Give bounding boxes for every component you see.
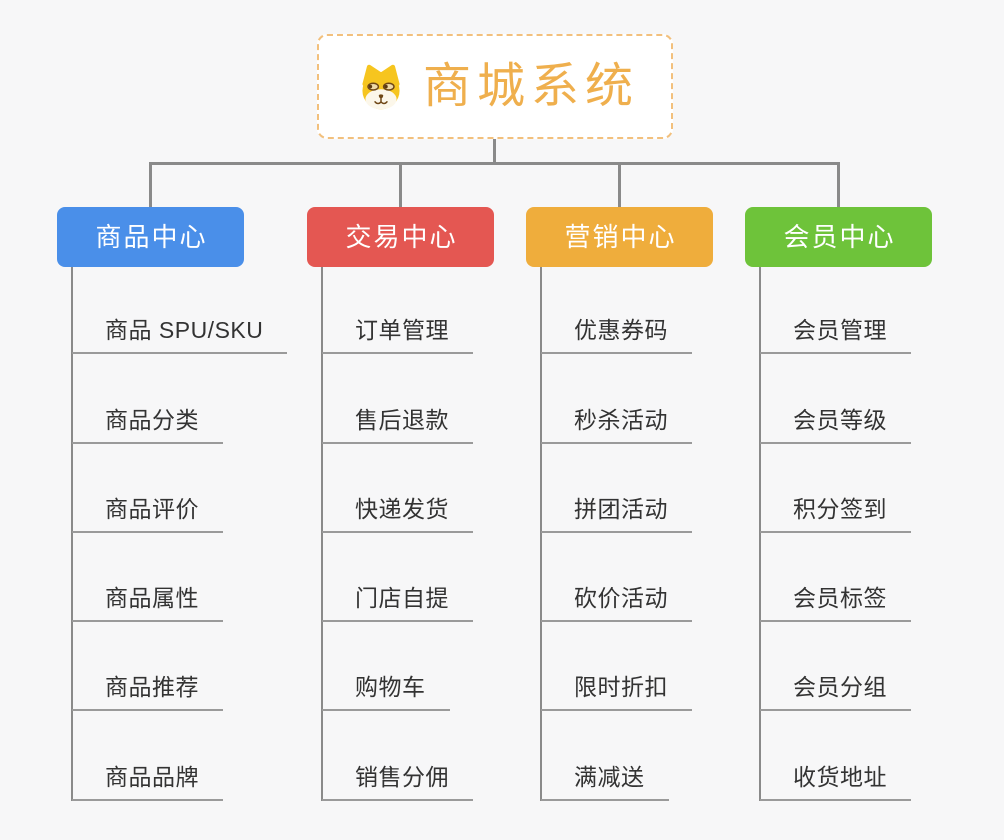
leaf-row: 秒杀活动 xyxy=(541,354,791,444)
leaf-node[interactable]: 商品评价 xyxy=(72,497,223,533)
leaf-node[interactable]: 商品属性 xyxy=(72,587,223,623)
leaf-node[interactable]: 商品品牌 xyxy=(72,765,223,801)
connector-root-stub xyxy=(493,139,496,163)
leaf-node[interactable]: 秒杀活动 xyxy=(541,408,692,444)
spine-trade xyxy=(321,267,323,801)
leaf-column-product: 商品 SPU/SKU 商品分类 商品评价 商品属性 商品推荐 商品品牌 xyxy=(72,265,322,801)
leaf-row: 商品 SPU/SKU xyxy=(72,265,322,355)
branch-box-marketing[interactable]: 营销中心 xyxy=(526,207,713,267)
leaf-row: 商品分类 xyxy=(72,354,322,444)
leaf-column-marketing: 优惠券码 秒杀活动 拼团活动 砍价活动 限时折扣 满减送 xyxy=(541,265,791,801)
leaf-node[interactable]: 会员等级 xyxy=(760,408,911,444)
leaf-row: 满减送 xyxy=(541,711,791,801)
leaf-node[interactable]: 积分签到 xyxy=(760,497,911,533)
leaf-row: 快递发货 xyxy=(322,444,572,533)
leaf-row: 门店自提 xyxy=(322,533,572,623)
leaf-row: 会员管理 xyxy=(760,265,1004,355)
leaf-column-member: 会员管理 会员等级 积分签到 会员标签 会员分组 收货地址 xyxy=(760,265,1004,801)
leaf-row: 收货地址 xyxy=(760,711,1004,801)
leaf-node[interactable]: 售后退款 xyxy=(322,408,473,444)
leaf-node[interactable]: 商品分类 xyxy=(72,408,223,444)
leaf-column-trade: 订单管理 售后退款 快递发货 门店自提 购物车 销售分佣 xyxy=(322,265,572,801)
leaf-row: 售后退款 xyxy=(322,354,572,444)
leaf-row: 砍价活动 xyxy=(541,533,791,623)
leaf-row: 拼团活动 xyxy=(541,444,791,533)
leaf-row: 商品属性 xyxy=(72,533,322,623)
leaf-row: 购物车 xyxy=(322,622,572,712)
root-node[interactable]: 商城系统 xyxy=(317,34,673,139)
leaf-node[interactable]: 门店自提 xyxy=(322,587,473,623)
leaf-row: 优惠券码 xyxy=(541,265,791,355)
leaf-row: 商品品牌 xyxy=(72,711,322,801)
connector-drop-member xyxy=(837,164,840,208)
spine-marketing xyxy=(540,267,542,801)
leaf-node[interactable]: 收货地址 xyxy=(760,765,911,801)
connector-drop-product xyxy=(149,164,152,208)
leaf-node[interactable]: 销售分佣 xyxy=(322,765,473,801)
spine-member xyxy=(759,267,761,801)
leaf-node[interactable]: 商品 SPU/SKU xyxy=(72,319,288,355)
leaf-node[interactable]: 限时折扣 xyxy=(541,676,692,712)
leaf-node[interactable]: 满减送 xyxy=(541,765,669,801)
branch-box-product[interactable]: 商品中心 xyxy=(57,207,244,267)
leaf-node[interactable]: 砍价活动 xyxy=(541,587,692,623)
leaf-row: 会员等级 xyxy=(760,354,1004,444)
spine-product xyxy=(71,267,73,801)
leaf-row: 积分签到 xyxy=(760,444,1004,533)
leaf-node[interactable]: 优惠券码 xyxy=(541,319,692,355)
connector-drop-trade xyxy=(399,164,402,208)
leaf-row: 会员分组 xyxy=(760,622,1004,712)
leaf-row: 销售分佣 xyxy=(322,711,572,801)
branch-box-trade[interactable]: 交易中心 xyxy=(307,207,494,267)
connector-trunk xyxy=(149,162,840,165)
branch-label: 会员中心 xyxy=(783,222,896,252)
dog-icon xyxy=(357,64,405,110)
leaf-node[interactable]: 会员管理 xyxy=(760,319,911,355)
branch-label: 商品中心 xyxy=(95,222,208,252)
branch-box-member[interactable]: 会员中心 xyxy=(745,207,932,267)
leaf-node[interactable]: 拼团活动 xyxy=(541,497,692,533)
leaf-node[interactable]: 购物车 xyxy=(322,676,450,712)
leaf-node[interactable]: 商品推荐 xyxy=(72,676,223,712)
leaf-node[interactable]: 订单管理 xyxy=(322,319,473,355)
leaf-row: 订单管理 xyxy=(322,265,572,355)
leaf-node[interactable]: 会员标签 xyxy=(760,587,911,623)
branch-label: 交易中心 xyxy=(345,222,458,252)
root-title: 商城系统 xyxy=(422,59,639,113)
leaf-row: 会员标签 xyxy=(760,533,1004,623)
branch-label: 营销中心 xyxy=(564,222,677,252)
leaf-node[interactable]: 会员分组 xyxy=(760,676,911,712)
leaf-row: 限时折扣 xyxy=(541,622,791,712)
leaf-node[interactable]: 快递发货 xyxy=(322,497,473,533)
leaf-row: 商品评价 xyxy=(72,444,322,533)
connector-drop-marketing xyxy=(618,164,621,208)
leaf-row: 商品推荐 xyxy=(72,622,322,712)
